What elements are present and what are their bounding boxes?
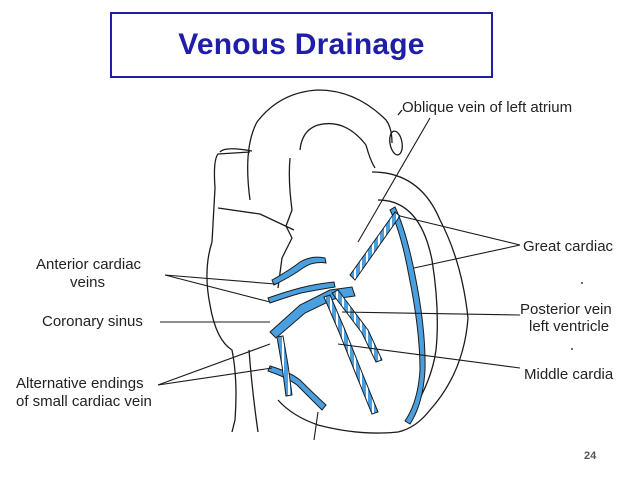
label-anterior-cardiac: Anterior cardiac xyxy=(36,256,142,273)
label-alternative-endings: Alternative endings xyxy=(16,375,144,392)
label-middle-cardiac: Middle cardia xyxy=(524,366,614,383)
label-posterior-vein-ventricle: left ventricle xyxy=(529,318,610,335)
leader-lines xyxy=(157,117,521,441)
label-small-cardiac-vein: of small cardiac vein xyxy=(16,393,152,410)
label-great-cardiac: Great cardiac xyxy=(523,238,614,255)
label-coronary-sinus: Coronary sinus xyxy=(42,313,143,330)
label-oblique-vein: Oblique vein of left atrium xyxy=(402,99,573,116)
slide-title: Venous Drainage xyxy=(178,28,425,61)
label-anterior-cardiac-veins: veins xyxy=(70,274,106,291)
heart-outline xyxy=(206,89,583,434)
page-number: 24 xyxy=(584,450,597,462)
title-box: Venous Drainage xyxy=(110,12,493,78)
label-posterior-vein: Posterior vein xyxy=(520,301,612,318)
